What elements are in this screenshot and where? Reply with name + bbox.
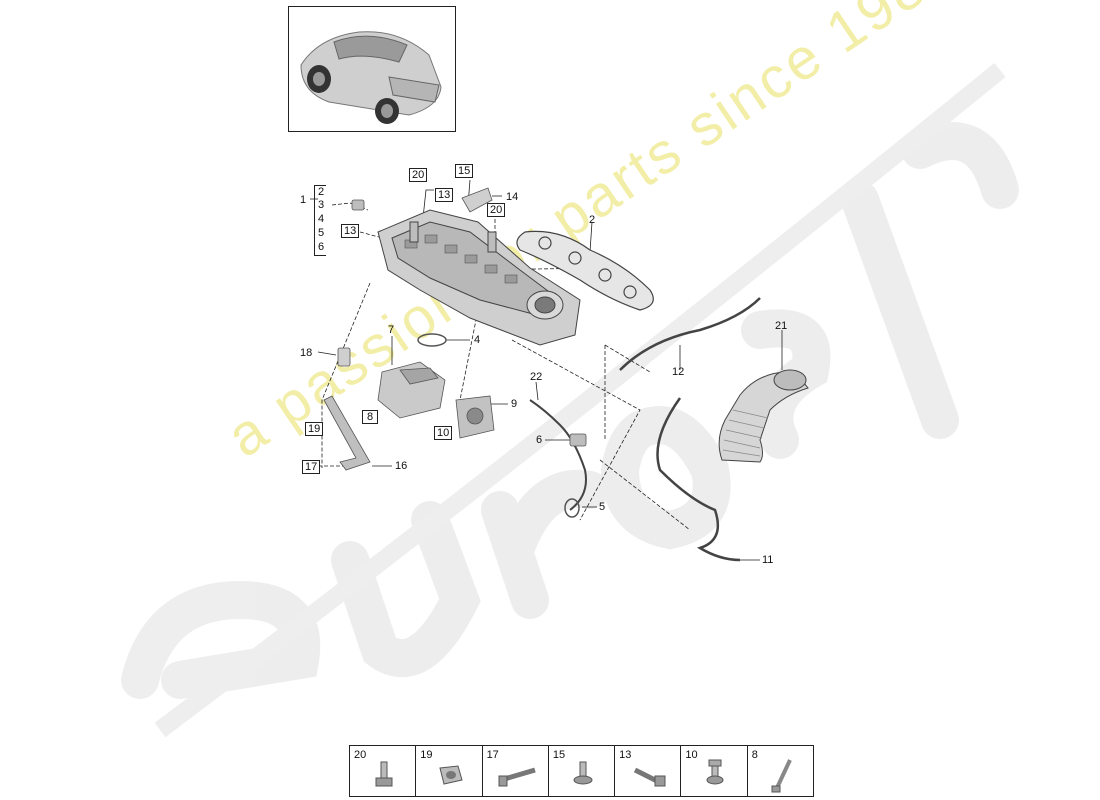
hex-bolt-icon xyxy=(634,767,666,787)
callout-14: 14 xyxy=(506,191,519,203)
collar-screw-icon xyxy=(706,759,724,785)
boxed-callout-13-left: 13 xyxy=(341,224,360,238)
flange-screw-icon xyxy=(573,761,593,785)
callout-9: 9 xyxy=(511,398,518,410)
hose-12 xyxy=(619,297,761,371)
legend-number: 19 xyxy=(420,749,433,761)
legend-cell: 20 xyxy=(350,746,417,796)
bracket-16 xyxy=(323,395,371,471)
callout-2: 2 xyxy=(589,214,596,226)
callout-11: 11 xyxy=(762,554,774,566)
bolt-3 xyxy=(351,199,365,211)
legend-cell: 17 xyxy=(483,746,549,796)
boxed-callout-20: 20 xyxy=(409,168,428,182)
hose-11 xyxy=(656,397,741,562)
boxed-callout-19: 19 xyxy=(305,422,324,436)
legend-cell: 8 xyxy=(748,746,813,796)
callout-4-list: 4 xyxy=(318,213,325,225)
actuator-7 xyxy=(377,361,446,419)
legend-number: 15 xyxy=(552,749,566,761)
callout-12: 12 xyxy=(672,366,685,378)
leader-lines xyxy=(310,179,783,561)
valve-9 xyxy=(455,395,495,439)
sensor-18 xyxy=(337,347,351,367)
gasket-4 xyxy=(417,333,447,347)
callout-6: 6 xyxy=(536,434,543,446)
boxed-callout-10: 10 xyxy=(434,426,453,440)
legend-number: 20 xyxy=(354,749,367,761)
callout-2-list: 2 xyxy=(318,186,325,198)
clip-6 xyxy=(569,433,587,447)
legend-cell: 19 xyxy=(416,746,483,796)
callout-list-bracket xyxy=(314,185,326,256)
callout-18: 18 xyxy=(300,347,313,359)
long-bolt-icon xyxy=(498,767,536,787)
fastener-legend: 20 19 17 15 13 xyxy=(349,745,814,797)
legend-cell: 10 xyxy=(681,746,748,796)
callout-16: 16 xyxy=(395,460,408,472)
boxed-callout-20-right: 20 xyxy=(487,203,506,217)
callout-22: 22 xyxy=(530,371,543,383)
callout-1: 1 xyxy=(300,194,307,206)
legend-number: 17 xyxy=(486,749,499,761)
air-duct xyxy=(718,369,809,463)
callout-6-list: 6 xyxy=(318,241,325,253)
legend-number: 13 xyxy=(619,749,632,761)
pin-bolt-icon xyxy=(771,759,792,793)
boxed-callout-15: 15 xyxy=(455,164,474,178)
boxed-callout-13: 13 xyxy=(435,188,454,202)
legend-number: 8 xyxy=(751,749,758,761)
hose-22 xyxy=(529,399,587,511)
stud-bolt-icon xyxy=(375,761,393,787)
clamp-5 xyxy=(564,498,580,518)
boxed-callout-17: 17 xyxy=(302,460,321,474)
callout-21: 21 xyxy=(775,320,788,332)
boxed-callout-8: 8 xyxy=(362,410,378,424)
callout-4: 4 xyxy=(474,334,481,346)
bracket-14 xyxy=(461,187,493,213)
callout-5-list: 5 xyxy=(318,227,325,239)
legend-cell: 15 xyxy=(549,746,616,796)
legend-cell: 13 xyxy=(615,746,682,796)
callout-5: 5 xyxy=(599,501,606,513)
callout-7: 7 xyxy=(388,324,395,336)
vehicle-thumbnail xyxy=(288,6,456,132)
legend-number: 10 xyxy=(685,749,698,761)
nut-icon xyxy=(439,765,463,785)
gasket xyxy=(516,230,654,311)
suv-car-icon xyxy=(300,31,442,124)
intake-manifold xyxy=(377,209,581,346)
callout-3: 3 xyxy=(318,199,325,211)
